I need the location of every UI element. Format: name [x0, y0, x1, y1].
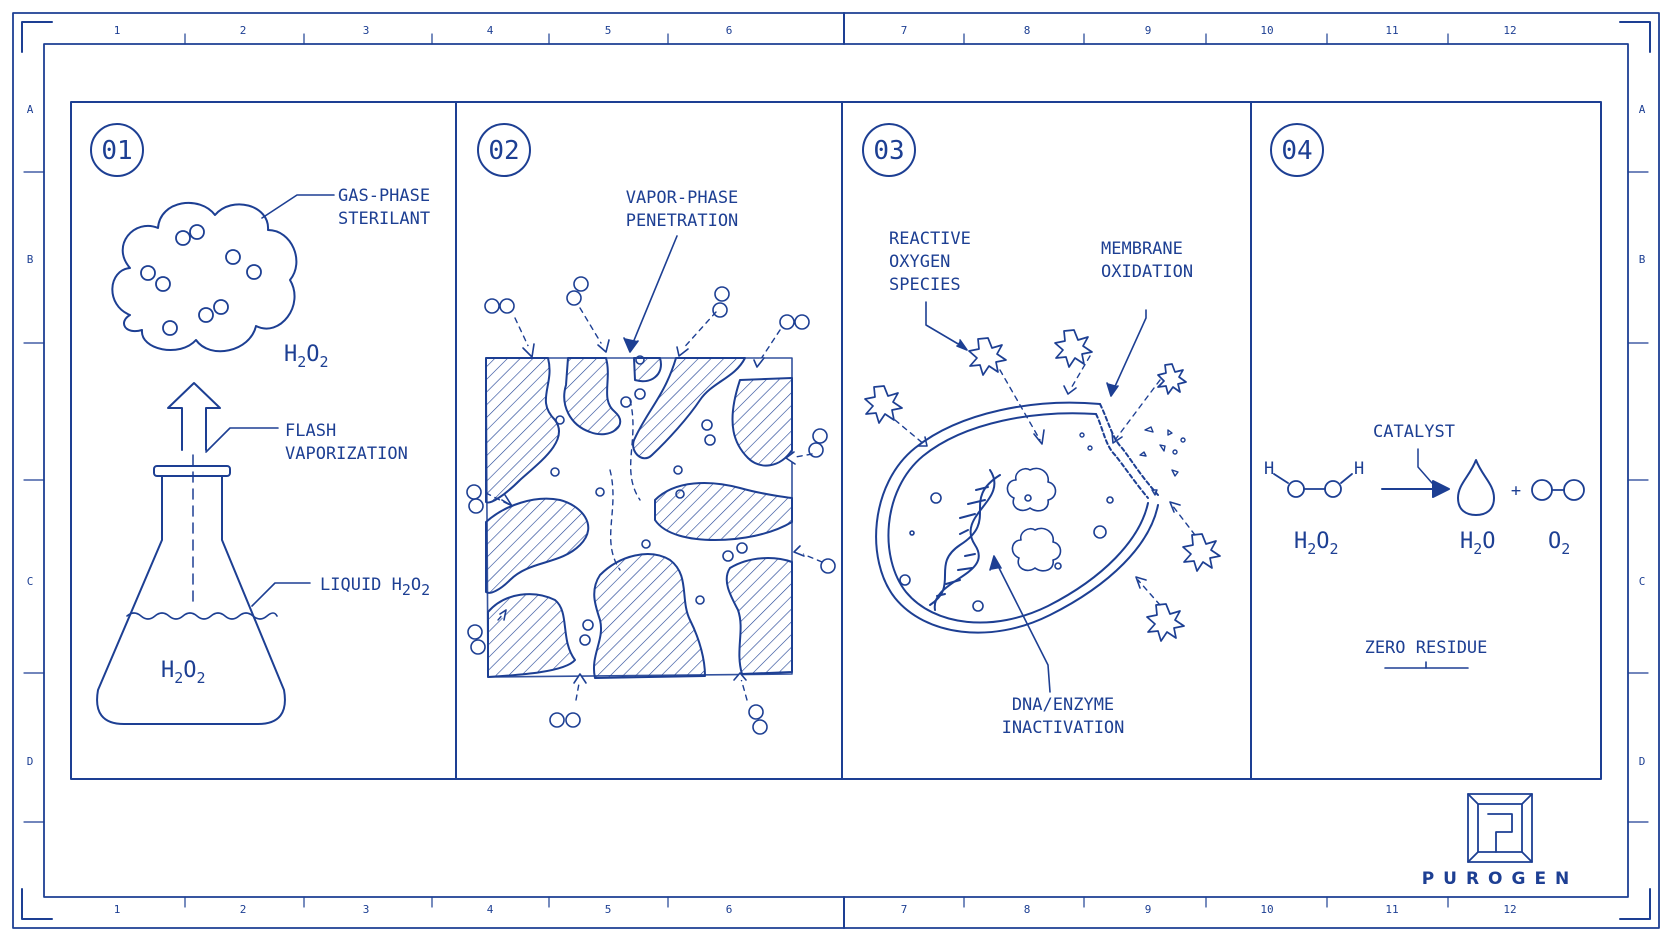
hydrogen-right: H: [1354, 459, 1364, 479]
zero-residue-rule: [1384, 661, 1469, 669]
ros-star-icons: [864, 329, 1221, 642]
column-label: 12: [1503, 903, 1516, 916]
column-label: 4: [487, 24, 494, 37]
vapor-phase-label: VAPOR-PHASE: [626, 188, 739, 208]
row-label: A: [27, 103, 34, 116]
column-label: 7: [901, 903, 908, 916]
row-label: A: [1639, 103, 1646, 116]
row-label: D: [1639, 755, 1646, 768]
panel-number: 03: [873, 136, 904, 166]
column-label: 9: [1145, 24, 1152, 37]
panel4-labels: CATALYST H H + H2O2 H2O O2 ZERO RESIDUE: [1264, 422, 1570, 658]
panel-frames: [70, 101, 1602, 780]
zero-residue-label: ZERO RESIDUE: [1365, 638, 1488, 658]
ros-attack-paths: [894, 355, 1196, 606]
flask-formula: H2O2: [161, 658, 206, 687]
membrane-label: OXIDATION: [1101, 262, 1193, 282]
peroxide-molecule: [1273, 473, 1353, 498]
erlenmeyer-flask: [96, 454, 286, 725]
column-label: 6: [726, 903, 733, 916]
flash-vaporization-label: VAPORIZATION: [285, 444, 408, 464]
panel-number: 01: [101, 136, 132, 166]
penetration-leader: [623, 235, 678, 353]
column-label: 5: [605, 24, 612, 37]
dna-enzyme-label: DNA/ENZYME: [1012, 695, 1114, 715]
column-label: 2: [240, 903, 247, 916]
column-label: 10: [1260, 903, 1273, 916]
ruler-ticks: [23, 33, 1649, 908]
column-label: 8: [1024, 903, 1031, 916]
vapor-cloud: [111, 201, 298, 353]
panel-number: 04: [1281, 136, 1312, 166]
hydrogen-left: H: [1264, 459, 1274, 479]
panel-number: 02: [488, 136, 519, 166]
panel-numbers: 01 02 03 04: [101, 136, 1312, 166]
brand-name: PUROGEN: [1422, 869, 1579, 889]
column-label: 1: [114, 24, 121, 37]
column-label: 11: [1385, 24, 1398, 37]
column-label: 2: [240, 24, 247, 37]
purogen-logo-icon: [1467, 793, 1533, 863]
panel3-labels: REACTIVE OXYGEN SPECIES MEMBRANE OXIDATI…: [889, 229, 1193, 738]
row-label: D: [27, 755, 34, 768]
panel3-leaders: [925, 301, 1147, 693]
flash-vaporization-label: FLASH: [285, 421, 336, 441]
panel2-molecules: [466, 276, 836, 735]
panel2-labels: VAPOR-PHASE PENETRATION: [626, 188, 739, 231]
row-label: C: [27, 575, 34, 588]
column-label: 11: [1385, 903, 1398, 916]
diffusion-arrowheads: [499, 339, 805, 684]
panel1-leaders: [205, 194, 335, 607]
reaction-arrow: [1381, 448, 1450, 498]
sheet-frame: [12, 12, 1660, 929]
material-outline: [485, 357, 793, 678]
ros-arrowheads: [917, 385, 1181, 589]
liquid-label: LIQUID H2O2: [320, 575, 430, 599]
ruler-row-labels: A B C D A B C D: [27, 103, 1646, 768]
gas-phase-label: GAS-PHASE: [338, 186, 430, 206]
membrane-label: MEMBRANE: [1101, 239, 1183, 259]
row-label: C: [1639, 575, 1646, 588]
gas-phase-label: STERILANT: [338, 209, 430, 229]
panel-number-circles: [90, 123, 1324, 177]
plus-sign: +: [1511, 481, 1521, 501]
column-label: 9: [1145, 903, 1152, 916]
ros-label: SPECIES: [889, 275, 961, 295]
column-label: 8: [1024, 24, 1031, 37]
dna-enzyme-label: INACTIVATION: [1002, 718, 1125, 738]
membrane-fragments: [1079, 426, 1186, 496]
bacterium-cell: [875, 401, 1159, 634]
ros-label: OXYGEN: [889, 252, 950, 272]
column-label: 3: [363, 24, 370, 37]
cell-contents: [899, 467, 1114, 612]
porous-material: [485, 357, 793, 679]
cloud-molecules: [140, 224, 262, 336]
column-label: 3: [363, 903, 370, 916]
column-label: 7: [901, 24, 908, 37]
ros-label: REACTIVE: [889, 229, 971, 249]
oxygen-formula: O2: [1548, 529, 1570, 558]
column-label: 12: [1503, 24, 1516, 37]
cloud-formula: H2O2: [284, 342, 329, 371]
water-formula: H2O: [1460, 529, 1496, 558]
peroxide-formula: H2O2: [1294, 529, 1339, 558]
column-label: 4: [487, 903, 494, 916]
vaporization-arrow: [167, 382, 221, 451]
panel1-labels: GAS-PHASE STERILANT FLASH VAPORIZATION L…: [161, 186, 430, 687]
column-label: 10: [1260, 24, 1273, 37]
dna-helix-icon: [929, 469, 1001, 611]
row-label: B: [27, 253, 34, 266]
column-label: 5: [605, 903, 612, 916]
row-label: B: [1639, 253, 1646, 266]
vapor-phase-label: PENETRATION: [626, 211, 739, 231]
catalyst-label: CATALYST: [1373, 422, 1455, 442]
ruler-column-labels: 1 2 3 4 5 6 7 8 9 10 11 12 1 2 3 4 5 6 7…: [114, 24, 1517, 916]
column-label: 1: [114, 903, 121, 916]
oxygen-molecule: [1531, 479, 1585, 501]
column-label: 6: [726, 24, 733, 37]
water-droplet-icon: [1457, 459, 1495, 516]
